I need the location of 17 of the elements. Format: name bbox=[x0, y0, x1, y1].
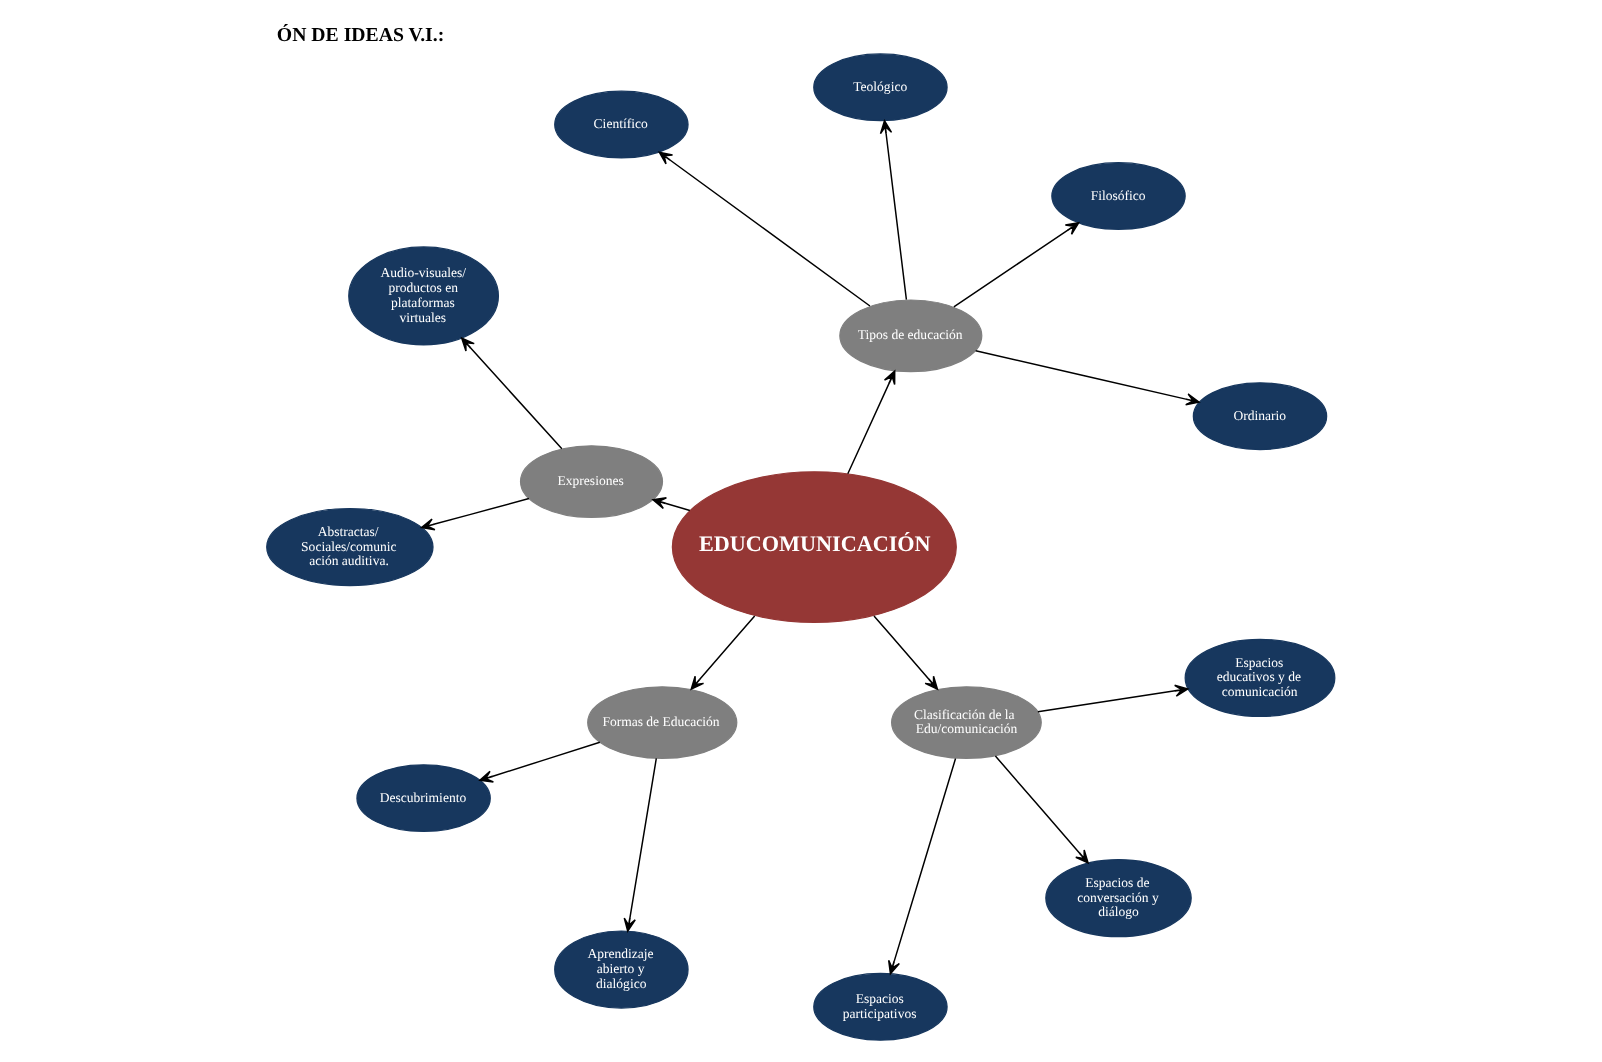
node-ellipse: EDUCOMUNICACIÓN bbox=[671, 471, 957, 623]
arrow bbox=[994, 755, 1089, 864]
arrow bbox=[887, 757, 957, 975]
arrow bbox=[652, 497, 691, 512]
arrow bbox=[461, 337, 563, 450]
arrow bbox=[479, 741, 601, 783]
arrow bbox=[623, 757, 658, 932]
arrow bbox=[690, 615, 756, 690]
arrow bbox=[847, 370, 896, 475]
arrow bbox=[873, 615, 939, 690]
arrow bbox=[974, 350, 1200, 406]
diagram-title: ÓN DE IDEAS V.I.: bbox=[276, 25, 445, 48]
arrow bbox=[420, 497, 530, 531]
arrow bbox=[879, 119, 908, 301]
arrow bbox=[658, 151, 871, 307]
arrow bbox=[953, 222, 1080, 308]
arrow bbox=[1037, 684, 1189, 713]
